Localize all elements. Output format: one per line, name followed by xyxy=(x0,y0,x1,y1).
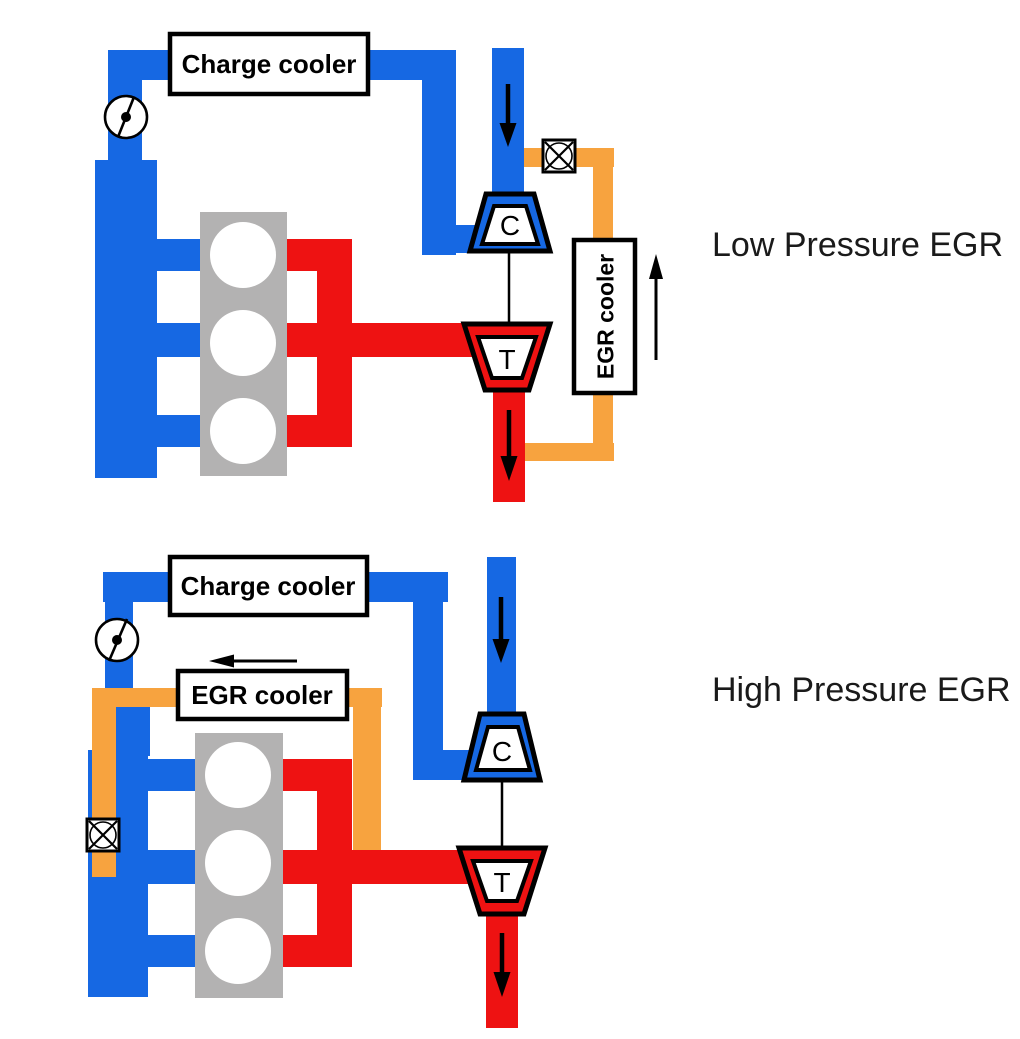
turbine-inner xyxy=(470,859,534,903)
egr-cooler-label: EGR cooler xyxy=(593,254,619,379)
egr-pipe-segment xyxy=(353,707,381,855)
cylinder xyxy=(210,310,276,376)
low-pressure-egr-diagram: Charge cooler EGR cooler C T xyxy=(95,31,663,502)
gauge-pivot xyxy=(112,635,122,645)
compressor-label: C xyxy=(492,736,512,767)
intake-runner xyxy=(157,239,205,271)
exhaust-flow-arrowhead xyxy=(500,456,518,481)
diagram-title-high-pressure-egr: High Pressure EGR xyxy=(712,671,1011,709)
egr-flow-arrowhead xyxy=(209,654,234,668)
egr-cooler-outline xyxy=(175,668,350,722)
hp-exhaust-pipes xyxy=(283,759,518,1028)
hp-egr-cooler-box: EGR cooler xyxy=(175,668,350,722)
egr-valve-cross xyxy=(544,141,574,171)
charge-cooler-label: Charge cooler xyxy=(181,571,356,601)
cylinder xyxy=(205,830,271,896)
gauge-pivot xyxy=(121,112,131,122)
intake-manifold xyxy=(95,160,157,478)
egr-valve-cross xyxy=(88,820,118,850)
exhaust-flow-arrowhead xyxy=(493,972,511,997)
hp-turbine-symbol: T xyxy=(455,845,549,917)
lp-egr-cooler-box: EGR cooler xyxy=(571,237,638,396)
intake-runner xyxy=(157,323,205,357)
hp-flow-arrows xyxy=(209,597,511,997)
hp-egr-valve-icon xyxy=(85,817,121,853)
lp-egr-valve-icon xyxy=(541,138,577,174)
compressor-inner xyxy=(473,725,533,772)
turbine-label: T xyxy=(493,867,510,898)
lp-compressor-symbol: C xyxy=(466,191,554,254)
intake-flow-arrowhead xyxy=(499,123,517,147)
hp-engine-block xyxy=(195,733,283,998)
pipe-segment xyxy=(413,572,443,780)
exhaust-main-pipe xyxy=(317,850,482,884)
charge-cooler-outline xyxy=(167,554,370,618)
lp-flow-arrows xyxy=(499,84,663,481)
intake-runner xyxy=(148,935,195,967)
intake-runner xyxy=(148,759,195,791)
turbine-label: T xyxy=(498,344,515,375)
egr-cooler-label: EGR cooler xyxy=(191,680,333,710)
egr-flow-arrowhead xyxy=(649,254,663,279)
high-pressure-egr-diagram: Charge cooler EGR cooler C T xyxy=(85,554,549,1028)
cylinder xyxy=(205,742,271,808)
diagram-title-low-pressure-egr: Low Pressure EGR xyxy=(712,226,1003,264)
charge-cooler-outline xyxy=(167,31,371,97)
compressor-inner xyxy=(479,204,541,246)
intake-flow-arrowhead xyxy=(492,639,510,663)
lp-exhaust-pipes xyxy=(287,239,525,502)
cylinder xyxy=(210,222,276,288)
exhaust-main-pipe xyxy=(317,323,480,357)
cylinder xyxy=(210,398,276,464)
egr-pipe-segment xyxy=(518,443,614,461)
intake-runner xyxy=(157,415,205,447)
hp-throttle-gauge-icon xyxy=(94,617,140,663)
egr-cooler-outline xyxy=(571,237,638,396)
lp-intake-air-pipes xyxy=(95,48,524,478)
cylinder xyxy=(205,918,271,984)
hp-compressor-symbol: C xyxy=(460,711,544,783)
pipe-segment xyxy=(413,750,470,780)
charge-cooler-label: Charge cooler xyxy=(182,49,357,79)
lp-turbine-symbol: T xyxy=(460,321,554,393)
pipe-segment xyxy=(422,50,456,255)
lp-throttle-gauge-icon xyxy=(103,94,149,140)
egr-valve-detail xyxy=(89,821,117,849)
turbine-inner xyxy=(475,335,539,380)
intake-runner xyxy=(148,850,195,884)
egr-valve-detail xyxy=(545,142,573,170)
lp-engine-block xyxy=(200,212,287,476)
hp-charge-cooler-box: Charge cooler xyxy=(167,554,370,618)
compressor-label: C xyxy=(500,210,520,241)
lp-charge-cooler-box: Charge cooler xyxy=(167,31,371,97)
